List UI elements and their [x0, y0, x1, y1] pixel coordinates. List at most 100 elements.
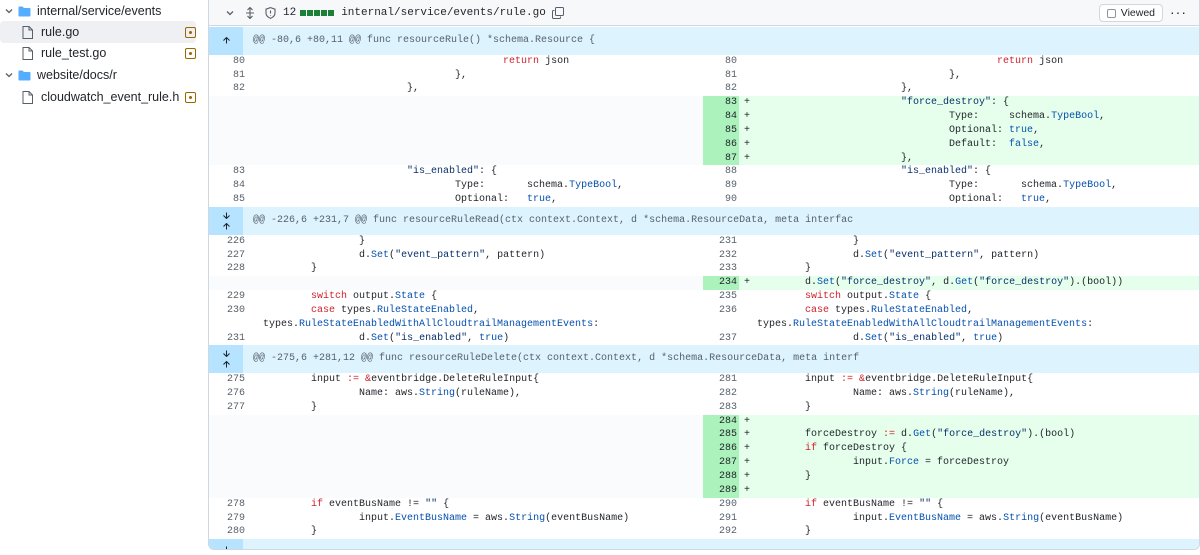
- added-line: 86+ Default: false,: [703, 137, 1199, 152]
- line-number[interactable]: 81: [724, 69, 737, 81]
- line-number[interactable]: 234: [703, 276, 739, 291]
- line-number[interactable]: 227: [226, 249, 245, 261]
- line-number[interactable]: 233: [718, 263, 737, 275]
- line-number[interactable]: 236: [718, 304, 737, 316]
- diff-row: 85+ Optional: true,: [209, 123, 1199, 138]
- line-number[interactable]: 84: [232, 180, 245, 192]
- line-number[interactable]: 289: [703, 483, 739, 498]
- code-text: d.Set("is_enabled", true): [757, 332, 1004, 344]
- line-number[interactable]: 291: [718, 512, 737, 524]
- code-text: }: [263, 235, 366, 247]
- line-number[interactable]: 287: [703, 456, 739, 470]
- line-number[interactable]: 83: [703, 96, 739, 111]
- line-number[interactable]: [209, 96, 247, 110]
- tree-folder-internal-service-events[interactable]: internal/service/events: [0, 0, 196, 22]
- line-number[interactable]: [209, 276, 247, 290]
- line-number[interactable]: [209, 428, 247, 442]
- expand-down-icon[interactable]: [209, 539, 243, 549]
- line-number[interactable]: 80: [232, 55, 245, 67]
- expand-hunk-icon[interactable]: [209, 345, 243, 374]
- code-text: if forceDestroy {: [805, 443, 908, 455]
- line-number[interactable]: 235: [718, 291, 737, 303]
- empty-line: [209, 276, 703, 291]
- plus-marker: +: [744, 111, 751, 123]
- expand-all-icon[interactable]: [243, 6, 257, 20]
- line-number[interactable]: 229: [226, 291, 245, 303]
- line-number[interactable]: 277: [226, 401, 245, 413]
- code-text: input := &eventbridge.DeleteRuleInput{: [263, 374, 540, 386]
- diff-row: 82 },82 },: [209, 82, 1199, 96]
- tree-file-rule-go[interactable]: rule.go: [0, 21, 196, 43]
- tree-folder-website-docs-r[interactable]: website/docs/r: [0, 64, 196, 86]
- context-line: 275 input := &eventbridge.DeleteRuleInpu…: [209, 373, 703, 387]
- line-number[interactable]: 226: [226, 235, 245, 247]
- line-number[interactable]: 232: [718, 249, 737, 261]
- line-number[interactable]: 275: [226, 374, 245, 386]
- context-line: 279 input.EventBusName = aws.String(even…: [209, 512, 703, 526]
- line-number[interactable]: [209, 318, 247, 332]
- line-number[interactable]: 90: [724, 194, 737, 206]
- code-text: Type: schema.TypeBool,: [263, 180, 624, 192]
- expand-hunk-icon[interactable]: [209, 27, 243, 55]
- line-number[interactable]: 282: [718, 387, 737, 399]
- context-line: 83 "is_enabled": {: [209, 165, 703, 179]
- line-number[interactable]: 286: [703, 442, 739, 457]
- line-number[interactable]: [703, 318, 739, 332]
- line-number[interactable]: 283: [718, 401, 737, 413]
- line-number[interactable]: 281: [718, 374, 737, 386]
- tree-file-rule-test-go[interactable]: rule_test.go: [0, 42, 196, 64]
- diff-row: 288+ }: [209, 470, 1199, 484]
- line-number[interactable]: 87: [703, 151, 739, 166]
- line-number[interactable]: 278: [226, 498, 245, 510]
- line-number[interactable]: [209, 110, 247, 124]
- line-number[interactable]: 237: [718, 332, 737, 344]
- line-number[interactable]: 80: [724, 55, 737, 67]
- line-number[interactable]: 290: [718, 498, 737, 510]
- plus-marker: +: [744, 443, 751, 455]
- empty-line: [209, 414, 703, 429]
- line-number[interactable]: [209, 470, 247, 484]
- line-number[interactable]: 85: [232, 194, 245, 206]
- line-number[interactable]: 288: [703, 470, 739, 484]
- line-number[interactable]: 82: [724, 83, 737, 95]
- line-number[interactable]: [209, 456, 247, 470]
- expand-hunk-icon[interactable]: [209, 206, 243, 235]
- diff-row: 227 d.Set("event_pattern", pattern)232 d…: [209, 249, 1199, 263]
- line-number[interactable]: 231: [226, 332, 245, 344]
- copy-icon[interactable]: [551, 6, 565, 20]
- line-number[interactable]: 280: [226, 526, 245, 538]
- line-number[interactable]: 292: [718, 526, 737, 538]
- file-modified-icon: [185, 91, 196, 103]
- line-number[interactable]: 228: [226, 263, 245, 275]
- line-number[interactable]: 83: [232, 166, 245, 178]
- line-number[interactable]: 88: [724, 166, 737, 178]
- line-number[interactable]: 230: [226, 304, 245, 316]
- line-number[interactable]: [209, 484, 247, 498]
- line-number[interactable]: 231: [718, 235, 737, 247]
- line-number[interactable]: 279: [226, 512, 245, 524]
- plus-marker: +: [744, 457, 751, 469]
- line-number[interactable]: 85: [703, 123, 739, 138]
- diff-file-panel: 12 internal/service/events/rule.go Viewe…: [208, 0, 1200, 550]
- line-number[interactable]: 81: [232, 69, 245, 81]
- line-number[interactable]: [209, 152, 247, 166]
- line-number[interactable]: [209, 138, 247, 152]
- line-number[interactable]: 89: [724, 180, 737, 192]
- line-number[interactable]: 86: [703, 137, 739, 152]
- diff-row: 83 "is_enabled": {88 "is_enabled": {: [209, 165, 1199, 179]
- line-number[interactable]: 84: [703, 110, 739, 124]
- line-number[interactable]: 276: [226, 387, 245, 399]
- line-number[interactable]: 82: [232, 83, 245, 95]
- line-number[interactable]: [209, 124, 247, 138]
- line-number[interactable]: [209, 442, 247, 456]
- line-number[interactable]: [209, 415, 247, 429]
- code-text: d.Set("force_destroy", d.Get("force_dest…: [757, 277, 1124, 289]
- line-number[interactable]: 285: [703, 428, 739, 443]
- viewed-checkbox[interactable]: Viewed: [1098, 4, 1163, 22]
- line-number[interactable]: 284: [703, 414, 739, 429]
- context-line: 226 }: [209, 235, 703, 249]
- tree-file-cloudwatch-event-rule[interactable]: cloudwatch_event_rule.html....: [0, 86, 196, 108]
- context-line: 90 Optional: true,: [703, 193, 1199, 207]
- kebab-menu-icon[interactable]: ···: [1170, 4, 1187, 20]
- chevron-down-icon[interactable]: [223, 6, 237, 20]
